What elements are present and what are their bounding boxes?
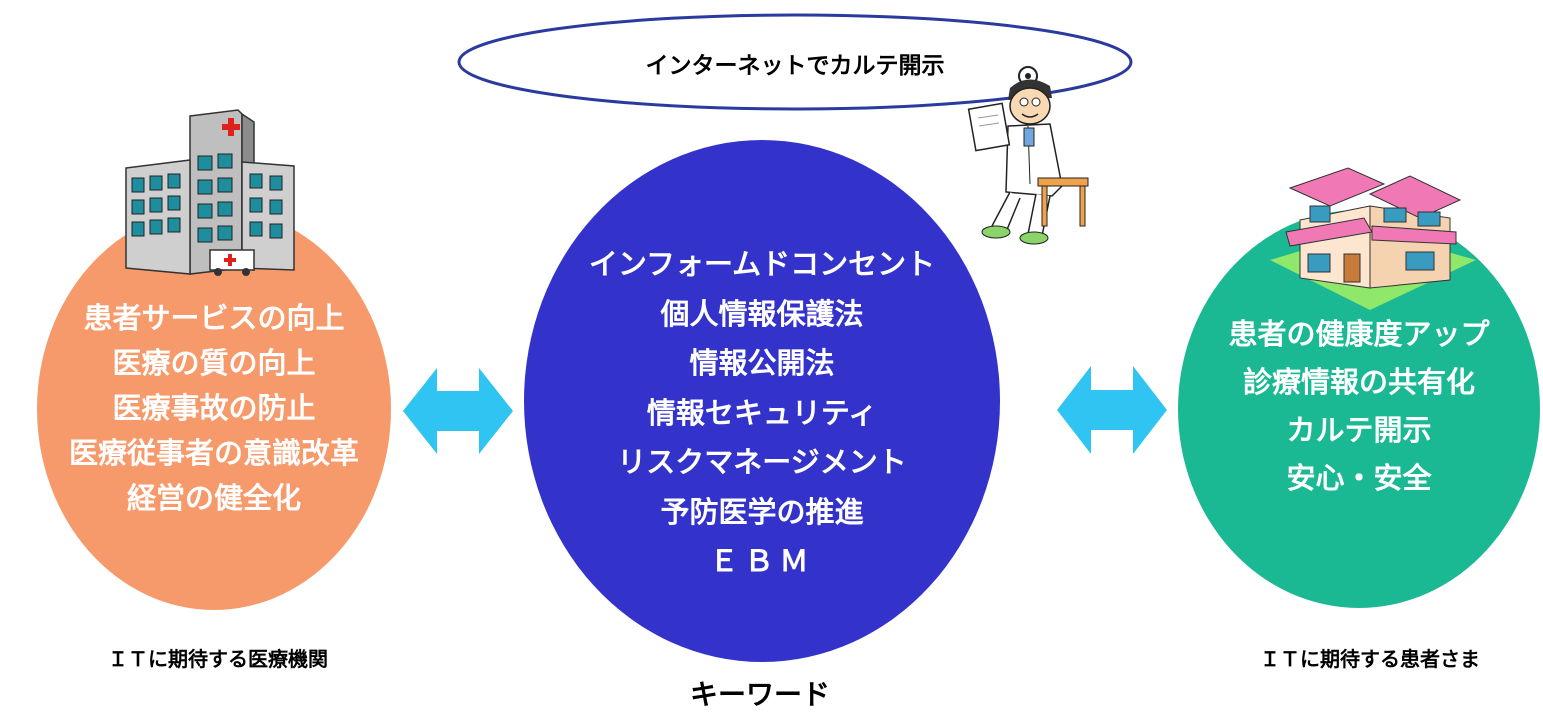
double-arrow-icon (403, 368, 513, 454)
left-item: 医療事故の防止 (112, 391, 316, 425)
center-item: 情報セキュリティ (646, 395, 878, 430)
double-arrow-icon (1057, 366, 1167, 454)
hospital-icon (125, 109, 295, 276)
banner-label: インターネットでカルテ開示 (645, 53, 945, 79)
center-item: ＥＢＭ (709, 544, 815, 578)
center-item: リスクマネージメント (617, 445, 907, 479)
right-circle-text: 患者の健康度アップ 診療情報の共有化 カルテ開示 安心・安全 (1178, 310, 1540, 502)
center-circle: インフォームドコンセント 個人情報保護法 情報公開法 情報セキュリティ リスクマ… (524, 140, 1000, 662)
center-item: インフォームドコンセント (588, 247, 936, 281)
right-item: 安心・安全 (1286, 461, 1432, 495)
banner-ellipse (457, 13, 1133, 111)
center-item: 予防医学の推進 (660, 494, 864, 529)
house-icon (1270, 167, 1476, 310)
center-circle-text: インフォームドコンセント 個人情報保護法 情報公開法 情報セキュリティ リスクマ… (524, 240, 1000, 587)
doctor-icon (967, 66, 1089, 245)
left-circle-text: 患者サービスの向上 医療の質の向上 医療事故の防止 医療従事者の意識改革 経営の… (37, 296, 391, 521)
left-item: 経営の健全化 (126, 481, 301, 515)
left-item: 患者サービスの向上 (83, 301, 345, 335)
right-item: 診療情報の共有化 (1242, 365, 1475, 399)
center-caption: キーワード (689, 678, 830, 711)
center-item: 個人情報保護法 (660, 296, 864, 331)
left-caption: ＩＴに期待する医療機関 (108, 647, 328, 671)
left-item: 医療の質の向上 (112, 346, 316, 380)
right-item: カルテ開示 (1286, 413, 1432, 447)
center-item: 情報公開法 (689, 346, 835, 380)
right-item: 患者の健康度アップ (1228, 317, 1490, 351)
right-caption: ＩＴに期待する患者さま (1260, 647, 1480, 671)
left-circle: 患者サービスの向上 医療の質の向上 医療事故の防止 医療従事者の意識改革 経営の… (37, 208, 391, 610)
right-circle: 患者の健康度アップ 診療情報の共有化 カルテ開示 安心・安全 (1178, 210, 1540, 608)
left-item: 医療従事者の意識改革 (68, 436, 359, 470)
